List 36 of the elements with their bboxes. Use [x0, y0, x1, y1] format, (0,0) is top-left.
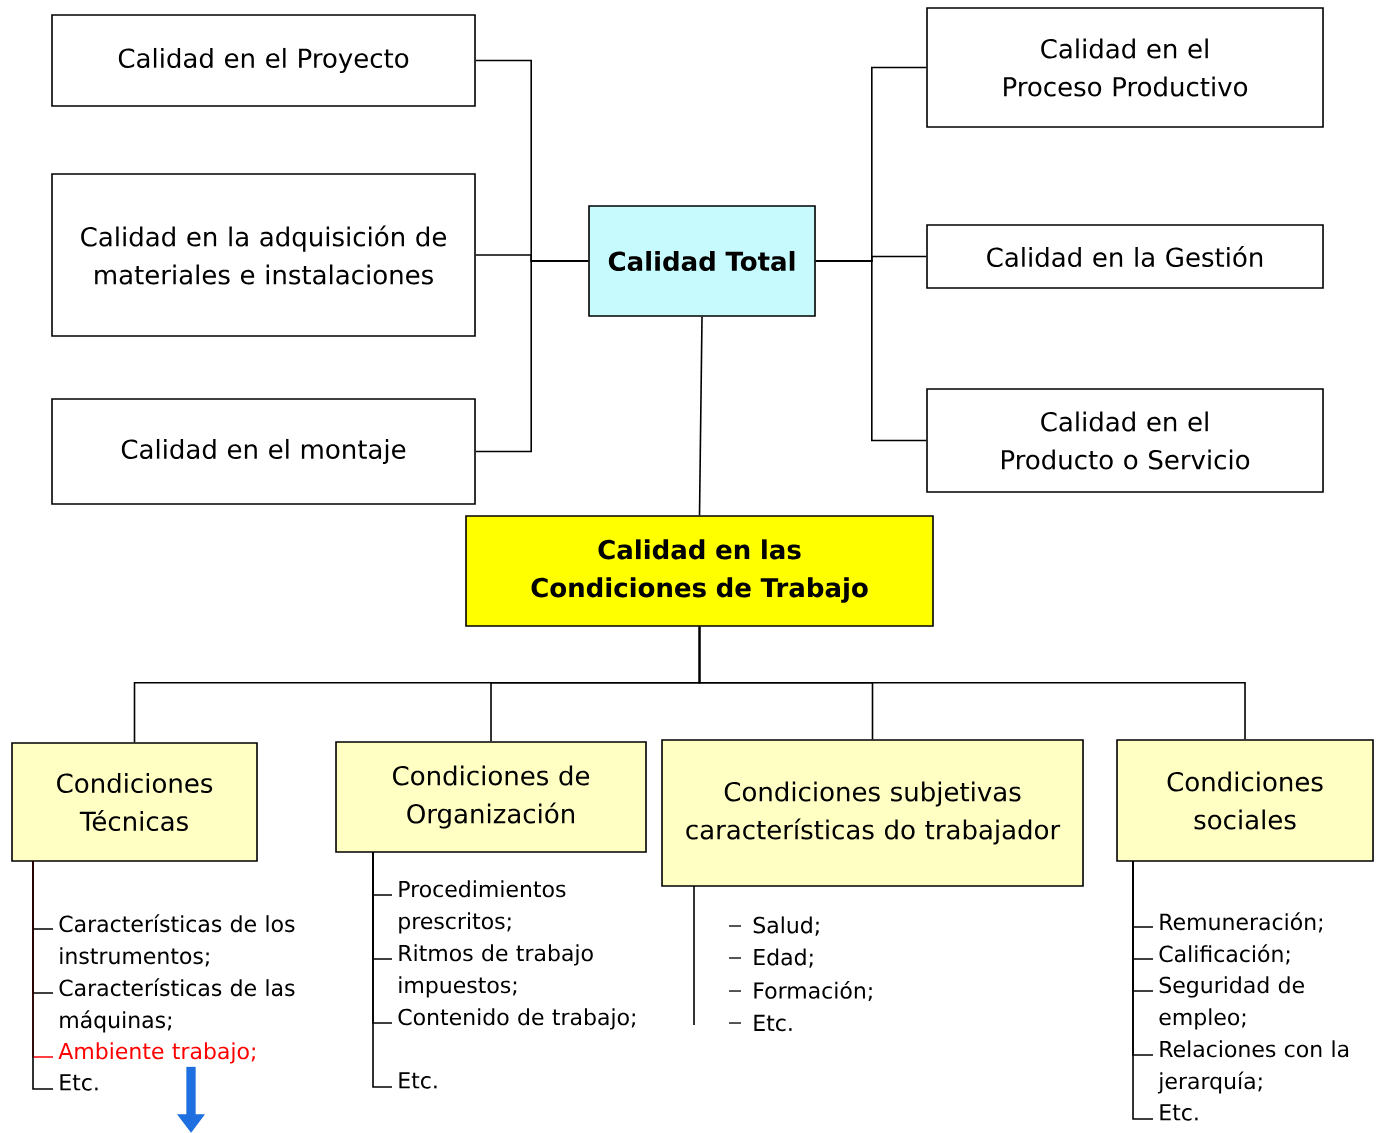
- list-item: Seguridad de empleo;: [1159, 976, 1304, 1030]
- list-item: Calificación;: [1159, 944, 1290, 965]
- concept-box: Calidad en el Proceso Productivo: [926, 7, 1324, 128]
- concept-box: Calidad Total: [588, 205, 816, 317]
- concept-box: Condiciones de Organización: [335, 741, 647, 853]
- connector-line: [475, 260, 589, 453]
- connector-line: [815, 260, 927, 442]
- concept-box: Calidad en la Gestión: [926, 224, 1324, 289]
- concept-box: Calidad en el montaje: [51, 398, 476, 505]
- concept-box: Calidad en el Producto o Servicio: [926, 388, 1324, 493]
- connector-line: [693, 885, 695, 1026]
- list-item: Relaciones con la jerarquía;: [1157, 1040, 1349, 1094]
- list-item: Ritmos de trabajo impuestos;: [399, 944, 593, 998]
- connector-line: [1132, 860, 1154, 1120]
- concept-box: Condiciones subjetivas características do trabajador: [661, 739, 1084, 887]
- list-item: Etc.: [60, 1074, 98, 1091]
- connector-line: [372, 851, 393, 1088]
- concept-box: Calidad en el Proyecto: [51, 14, 476, 107]
- list-item: Características de los instrumentos;: [59, 914, 295, 967]
- list-item: Etc.: [754, 1014, 792, 1032]
- concept-box: Calidad en la adquisición de materiales e instalaciones: [51, 173, 476, 337]
- list-item: Contenido de trabajo;: [398, 1008, 635, 1030]
- list-item: Remuneración;: [1160, 912, 1322, 933]
- list-item: Formación;: [754, 980, 872, 1002]
- list-item: Etc.: [399, 1072, 437, 1089]
- concept-box: Condiciones sociales: [1116, 739, 1374, 862]
- concept-box: Calidad en las Condiciones de Trabajo: [465, 515, 934, 627]
- list-item: Etc.: [1160, 1104, 1198, 1121]
- list-item: Ambiente trabajo;: [58, 1042, 255, 1064]
- concept-box: Condiciones Técnicas: [11, 742, 258, 862]
- list-item: Características de las máquinas;: [59, 978, 295, 1033]
- list-item: Edad;: [754, 948, 813, 968]
- list-item: Procedimientos prescritos;: [399, 880, 566, 934]
- list-item: Salud;: [753, 916, 819, 936]
- connector-line: [698, 316, 703, 516]
- connector-line: [698, 626, 1246, 740]
